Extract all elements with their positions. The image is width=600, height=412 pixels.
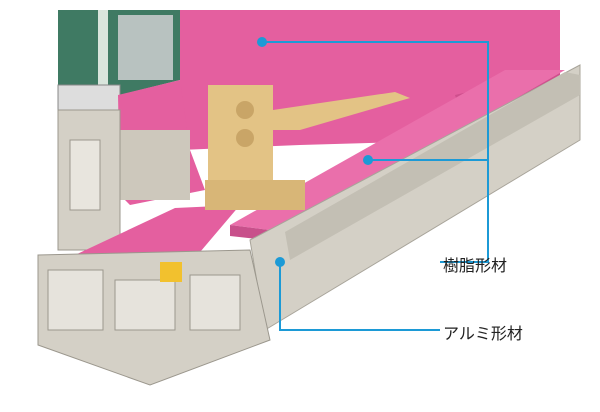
resin-sill-top (230, 70, 565, 232)
sash-frame-strip (98, 10, 108, 95)
leader-dot-resin-wall (257, 37, 267, 47)
label-aluminum-profile: アルミ形材 (443, 324, 523, 343)
aluminum-left-profile-detail (69, 139, 101, 211)
bracket-base (205, 180, 305, 210)
aluminum-base-chamber-3 (189, 274, 241, 331)
glass-spacer (57, 84, 121, 111)
leader-line-resin-to-label (440, 160, 489, 263)
leader-dot-aluminum (275, 257, 285, 267)
aluminum-jamb-inner (120, 130, 190, 200)
sash-dotted-panel (118, 15, 173, 80)
aluminum-outer-profile-shade (285, 72, 580, 260)
label-resin-profile: 樹脂形材 (443, 256, 508, 275)
bracket-hole-top (236, 101, 254, 119)
leader-line-resin (262, 41, 489, 161)
leader-dot-resin-sill (363, 155, 373, 165)
leader-line-aluminum (279, 262, 440, 331)
bracket-hole-bottom (236, 129, 254, 147)
bracket-arm (273, 92, 410, 130)
gasket-yellow (160, 262, 182, 282)
resin-sill-floor (75, 205, 240, 258)
aluminum-base-chamber-1 (47, 269, 104, 331)
aluminum-base-chamber-2 (114, 279, 176, 331)
